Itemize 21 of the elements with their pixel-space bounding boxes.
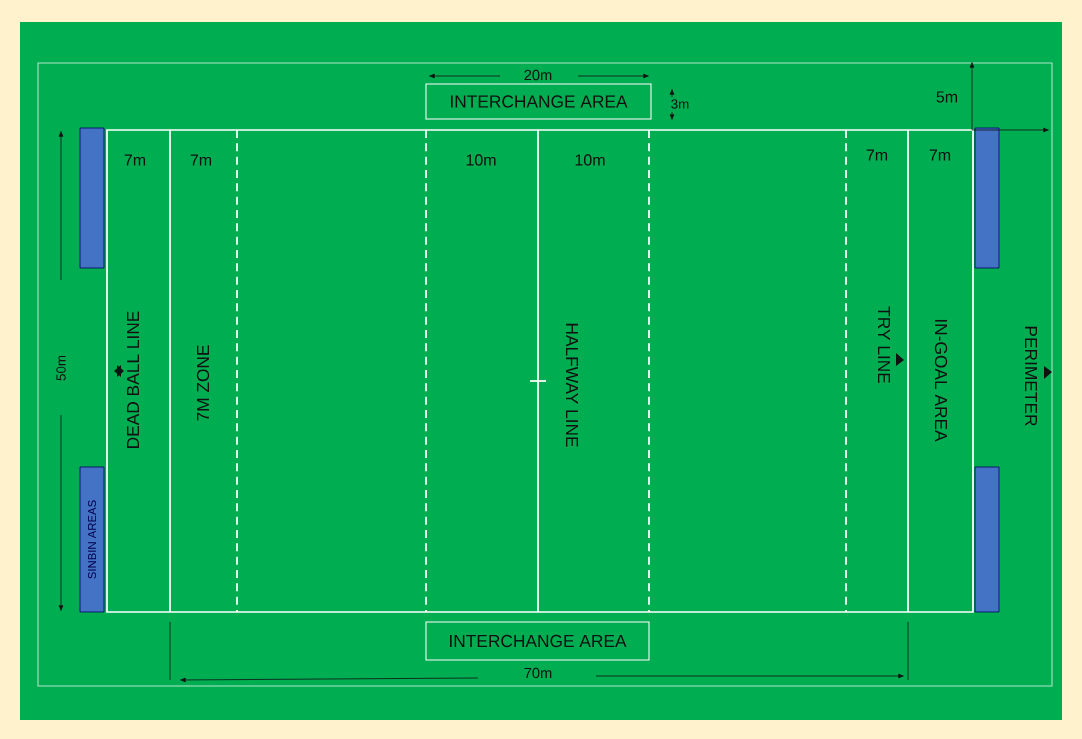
zone-label: 7M ZONE [196,345,210,421]
dimension-label: 10m [575,154,605,166]
line-label: DEAD BALL LINE [127,311,139,448]
dimension-label: 3m [671,99,689,109]
dimension-label: 7m [866,149,888,161]
interchange-area-box: INTERCHANGE AREA [425,83,652,120]
line-label: HALFWAY LINE [566,323,578,447]
sinbin-box: SINBIN AREAS [79,466,105,613]
sinbin-box [79,127,105,269]
dimension-label: 7m [124,154,146,166]
interchange-area-box: INTERCHANGE AREA [425,621,650,661]
sinbin-box [974,466,1000,613]
dimension-label: 50m [56,355,66,381]
dimension-label: 7m [929,149,951,161]
dimension-label: 10m [466,154,496,166]
perimeter-label: PERIMETER [1025,326,1037,426]
line-label: TRY LINE [878,306,890,384]
dimension-label: 7m [190,154,212,166]
sinbin-box [974,127,1000,269]
dimension-label: 5m [936,91,958,103]
zone-label: IN-GOAL AREA [934,319,948,442]
